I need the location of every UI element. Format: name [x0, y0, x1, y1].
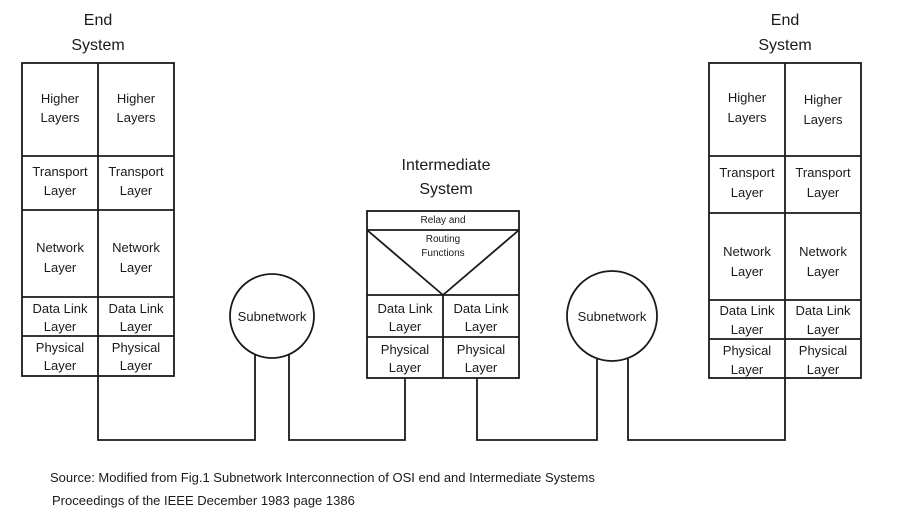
left-network-layer-label: Layer	[44, 260, 77, 275]
intermediate-data-link-layer-label: Layer	[465, 319, 498, 334]
source-line-2: Proceedings of the IEEE December 1983 pa…	[52, 493, 355, 508]
left-end-system-title-line1: End	[84, 12, 112, 29]
left-higher-layers-label: Layers	[40, 110, 80, 125]
left-data-link-layer-label: Layer	[120, 319, 153, 334]
left-higher-layers-label: Higher	[41, 91, 80, 106]
right-physical-layer-label: Physical	[723, 343, 772, 358]
right-higher-layers-label: Layers	[803, 112, 843, 127]
left-subnetwork-circle	[229, 273, 315, 359]
left-network-layer-label: Layer	[120, 260, 153, 275]
left-transport-layer-label: Transport	[32, 164, 88, 179]
relay-label-line1: Relay and	[420, 215, 465, 226]
left-end-system-title-line2: System	[71, 37, 124, 54]
left-network-layer-label: Network	[36, 240, 84, 255]
left-network-layer-label: Network	[112, 240, 160, 255]
source-line-1: Source: Modified from Fig.1 Subnetwork I…	[50, 470, 595, 485]
right-subnetwork: Subnetwork	[566, 270, 658, 362]
right-subnetwork-circle	[566, 270, 658, 362]
intermediate-physical-layer-label: Layer	[465, 360, 498, 375]
wire-subnet-to-right-end	[627, 358, 786, 441]
left-physical-layer-label: Layer	[44, 358, 77, 373]
right-higher-layers-label: Layers	[727, 110, 767, 125]
right-network-layer-label: Layer	[731, 264, 764, 279]
right-data-link-layer-label: Data Link	[796, 303, 851, 318]
right-transport-layer-label: Layer	[807, 185, 840, 200]
left-transport-layer-label: Layer	[44, 183, 77, 198]
right-transport-layer-label: Transport	[719, 165, 775, 180]
intermediate-physical-layer-label: Physical	[381, 342, 430, 357]
relay-label-line3: Functions	[421, 248, 464, 259]
left-subnetwork-label: Subnetwork	[238, 309, 307, 324]
right-physical-layer-label: Layer	[807, 362, 840, 377]
right-end-system: End System Higher Layers Higher Layers T…	[708, 12, 862, 379]
intermediate-system-title-line1: Intermediate	[402, 157, 491, 174]
right-data-link-layer-label: Data Link	[720, 303, 775, 318]
right-end-system-title-line1: End	[771, 12, 799, 29]
right-network-layer-label: Network	[799, 244, 847, 259]
left-data-link-layer-label: Layer	[44, 319, 77, 334]
right-network-layer-label: Network	[723, 244, 771, 259]
left-higher-layers-label: Layers	[116, 110, 156, 125]
right-data-link-layer-label: Layer	[807, 322, 840, 337]
intermediate-physical-layer-label: Layer	[389, 360, 422, 375]
left-data-link-layer-label: Data Link	[33, 301, 88, 316]
left-transport-layer-label: Transport	[108, 164, 164, 179]
right-higher-layers-label: Higher	[728, 90, 767, 105]
right-physical-layer-label: Layer	[731, 362, 764, 377]
right-transport-layer-label: Layer	[731, 185, 764, 200]
left-subnetwork: Subnetwork	[229, 273, 315, 359]
right-end-system-title-line2: System	[758, 37, 811, 54]
right-network-layer-label: Layer	[807, 264, 840, 279]
intermediate-data-link-layer-label: Layer	[389, 319, 422, 334]
left-higher-layers-label: Higher	[117, 91, 156, 106]
right-higher-layers-label: Higher	[804, 92, 843, 107]
wire-subnet-to-intermediate	[288, 355, 406, 441]
wire-left-end-to-subnet	[97, 355, 256, 441]
intermediate-data-link-layer-label: Data Link	[378, 301, 433, 316]
left-transport-layer-label: Layer	[120, 183, 153, 198]
left-physical-layer-label: Layer	[120, 358, 153, 373]
intermediate-physical-layer-label: Physical	[457, 342, 506, 357]
connection-wires	[97, 355, 786, 441]
right-physical-layer-label: Physical	[799, 343, 848, 358]
intermediate-data-link-layer-label: Data Link	[454, 301, 509, 316]
wire-intermediate-to-subnet	[476, 358, 598, 441]
right-subnetwork-label: Subnetwork	[578, 309, 647, 324]
relay-label-line2: Routing	[426, 234, 460, 245]
intermediate-system: Intermediate System Relay and Routing Fu…	[366, 157, 520, 379]
left-end-system: End System Higher Layers Higher Layers T…	[21, 12, 175, 377]
left-physical-layer-label: Physical	[36, 340, 85, 355]
right-data-link-layer-label: Layer	[731, 322, 764, 337]
left-physical-layer-label: Physical	[112, 340, 161, 355]
right-transport-layer-label: Transport	[795, 165, 851, 180]
left-data-link-layer-label: Data Link	[109, 301, 164, 316]
intermediate-system-title-line2: System	[419, 181, 472, 198]
